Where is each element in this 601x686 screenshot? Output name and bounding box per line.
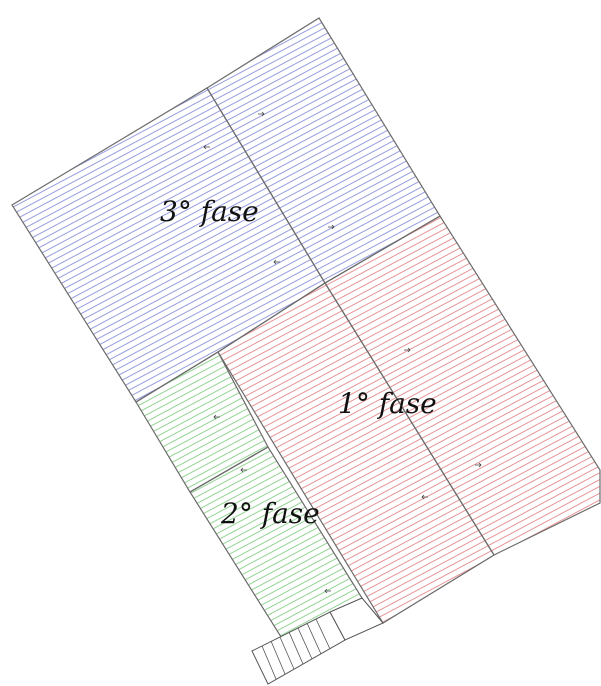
- phase-2-label: 2° fase: [221, 497, 320, 530]
- phase-1-label: 1° fase: [338, 387, 437, 420]
- phase-3-label: 3° fase: [160, 195, 259, 228]
- slope-arrows: [203, 111, 482, 594]
- phase-1-right-roof: [324, 215, 601, 556]
- phase-1-area: [217, 215, 601, 624]
- stair-block: [251, 597, 384, 685]
- phase-3-area: [11, 17, 441, 403]
- landing: [329, 597, 384, 641]
- phase-2-area: [135, 351, 363, 641]
